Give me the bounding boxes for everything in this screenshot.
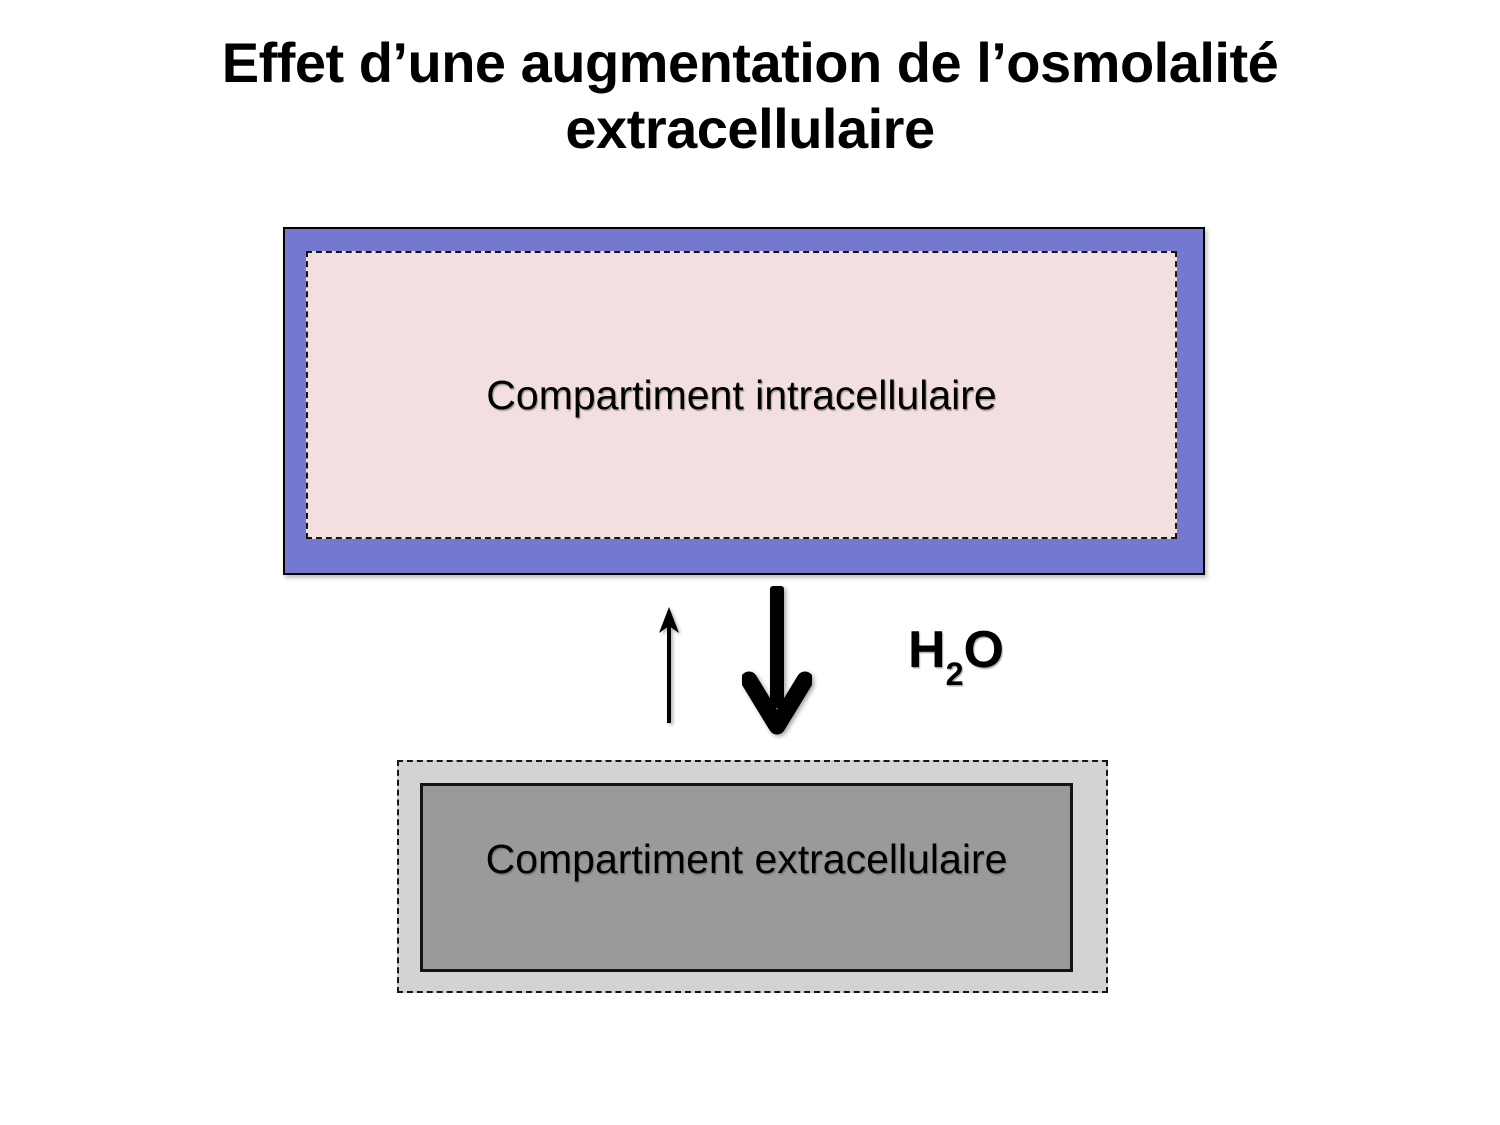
extracellular-compartment-box: Compartiment extracellulaire: [397, 760, 1108, 993]
title-line-2: extracellulaire: [565, 97, 935, 161]
water-formula-label: H2O: [908, 620, 1004, 691]
intracellular-fill-box: Compartiment intracellulaire: [306, 251, 1177, 539]
title-line-1: Effet d’une augmentation de l’osmolalité: [221, 31, 1279, 94]
water-up-arrow-icon: [659, 607, 679, 723]
water-formula-h: H: [908, 621, 946, 679]
slide-title: Effet d’une augmentation de l’osmolalité…: [0, 30, 1500, 162]
intracellular-label: Compartiment intracellulaire: [486, 371, 997, 418]
extracellular-fill-box: Compartiment extracellulaire: [420, 783, 1073, 972]
water-down-arrow-icon: [742, 586, 812, 735]
extracellular-label: Compartiment extracellulaire: [485, 836, 1008, 882]
intracellular-compartment-box: Compartiment intracellulaire: [283, 227, 1205, 575]
water-formula-o: O: [963, 621, 1004, 679]
water-formula-subscript: 2: [945, 656, 964, 693]
